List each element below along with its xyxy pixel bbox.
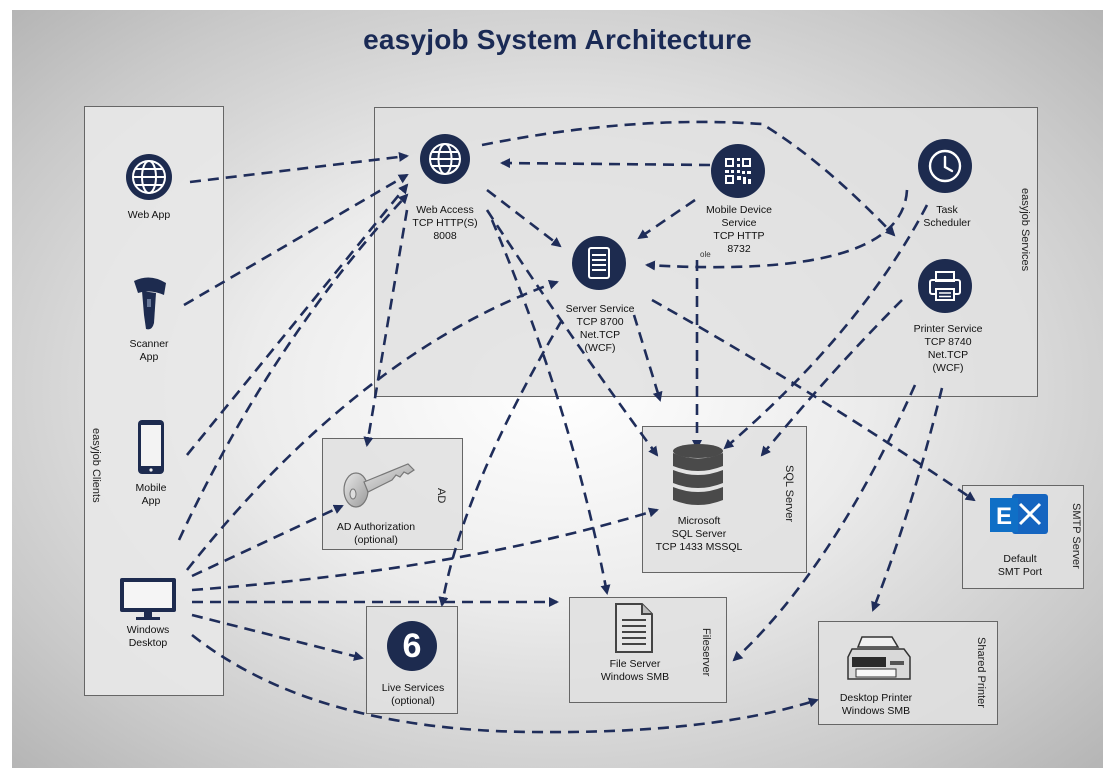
arrow-desktop-webaccess <box>177 193 409 541</box>
live-digit: 6 <box>402 626 422 665</box>
live-services-icon: 6 <box>387 621 437 671</box>
exchange-icon: E <box>988 490 1054 540</box>
arrow-webaccess-ad <box>363 209 409 447</box>
scanner-icon[interactable] <box>130 275 170 335</box>
mobile-device-service-label: Mobile Device Service TCP HTTP 8732 <box>706 204 772 255</box>
printer-service-label: Printer Service TCP 8740 Net.TCP (WCF) <box>913 323 983 374</box>
arrow-webaccess-sql <box>485 209 659 457</box>
arrow-webaccess-server <box>486 188 562 248</box>
arrow-server-live <box>438 319 564 607</box>
qr-code-icon[interactable] <box>710 143 766 199</box>
architecture-diagram: easyjob System Architecture easyjob Clie… <box>12 10 1103 768</box>
sql-group <box>642 426 807 573</box>
web-app-label: Web App <box>127 209 171 221</box>
scanner-app-label: Scanner App <box>129 338 169 363</box>
arrow-mobiledevice-webaccess <box>500 158 711 169</box>
arrow-printer-file <box>732 384 917 662</box>
exchange-letter: E <box>996 503 1012 530</box>
arrow-scanner-webaccess <box>183 173 409 307</box>
server-icon[interactable] <box>571 235 627 291</box>
live-services-label: Live Services (optional) <box>381 682 445 707</box>
smtp-port-label: Default SMT Port <box>997 553 1043 578</box>
arrow-desktop-sql <box>191 507 659 592</box>
web-app-icon[interactable] <box>124 152 174 202</box>
web-access-label: Web Access TCP HTTP(S) 8008 <box>412 204 478 242</box>
file-server-label: File Server Windows SMB <box>600 658 670 683</box>
arrow-webaccess-scheduler <box>481 120 896 237</box>
task-scheduler-label: Task Scheduler <box>923 204 971 229</box>
document-icon <box>614 602 654 654</box>
arrow-desktop-server <box>185 279 559 571</box>
desktop-monitor-icon[interactable] <box>118 576 178 622</box>
desktop-printer-label: Desktop Printer Windows SMB <box>839 692 913 717</box>
arrow-printer-desktopprinter <box>871 387 944 612</box>
arrow-server-sql <box>632 314 663 402</box>
connection-arrows <box>177 120 976 734</box>
database-icon <box>670 442 726 510</box>
arrow-mobile-webaccess <box>185 183 409 456</box>
diagram-title: easyjob System Architecture <box>363 24 752 55</box>
sql-server-label: Microsoft SQL Server TCP 1433 MSSQL <box>655 515 743 553</box>
arrow-desktop-printer <box>191 633 819 734</box>
arrow-webaccess-file <box>490 219 611 595</box>
web-access-globe-icon[interactable] <box>418 132 472 186</box>
stray-text: ole <box>700 250 711 259</box>
mobile-app-label: Mobile App <box>135 482 167 507</box>
key-icon <box>338 458 418 514</box>
arrow-webapp-webaccess <box>189 151 409 184</box>
arrow-mobiledevice-server <box>637 198 696 240</box>
arrow-scheduler-server <box>645 189 909 271</box>
windows-desktop-label: Windows Desktop <box>126 624 170 649</box>
ad-authorization-label: AD Authorization (optional) <box>336 521 416 546</box>
desktop-printer-icon <box>846 635 912 685</box>
clock-icon[interactable] <box>917 138 973 194</box>
printer-icon[interactable] <box>917 258 973 314</box>
arrow-desktop-ad <box>191 504 344 578</box>
arrow-desktop-live <box>191 613 364 661</box>
arrow-printer-sql <box>760 299 903 457</box>
mobile-phone-icon[interactable] <box>136 418 166 476</box>
server-service-label: Server Service TCP 8700 Net.TCP (WCF) <box>565 303 635 354</box>
arrow-scheduler-sql <box>723 204 929 450</box>
